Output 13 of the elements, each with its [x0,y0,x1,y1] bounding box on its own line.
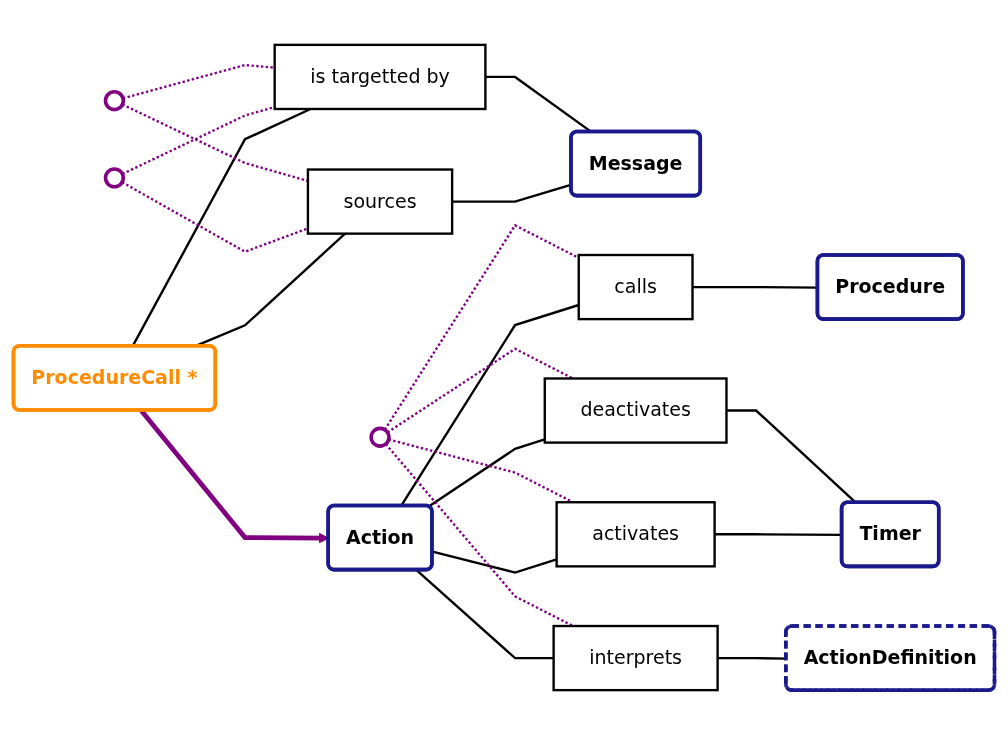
node-box: activates [555,501,716,568]
node-box: deactivates [543,377,728,444]
node-circle [103,90,126,112]
node-box: calls [577,253,694,321]
node-box: sources [306,168,454,235]
connector [386,347,574,434]
connector [432,550,557,574]
node-box: is targetted by [273,43,487,111]
connector [415,569,554,660]
node-circle [369,426,391,448]
connector [428,438,546,508]
node-circle [103,167,126,189]
node-box: interprets [552,624,719,692]
